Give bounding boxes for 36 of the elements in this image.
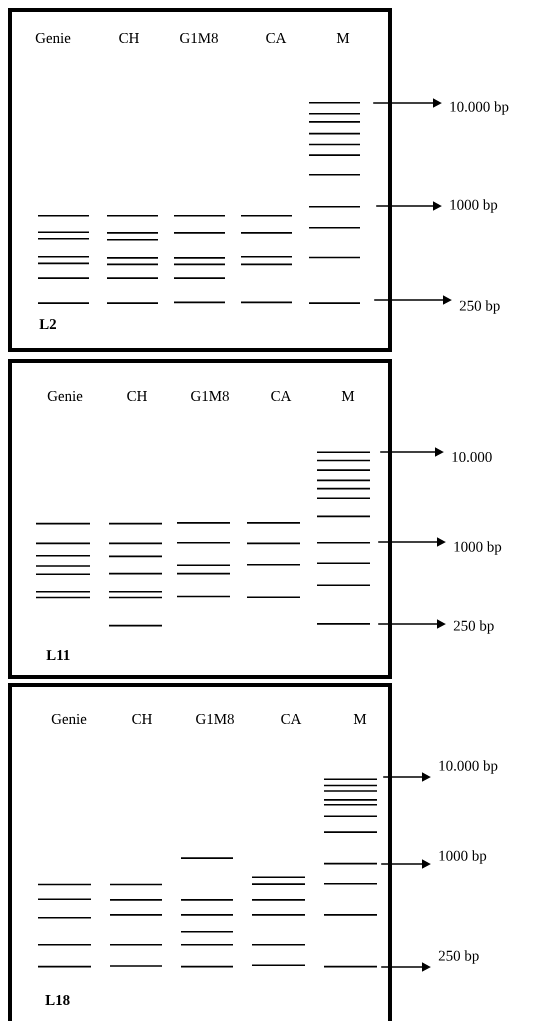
arrow	[377, 537, 446, 547]
lane-label: G1M8	[191, 390, 229, 402]
size-label: 250 bp	[459, 300, 500, 314]
size-label: 10.000	[452, 451, 492, 463]
lane-label: CH	[127, 391, 147, 401]
lane-label: Genie	[47, 391, 83, 401]
arrow	[373, 295, 452, 305]
size-label: 1000 bp	[439, 850, 487, 864]
lane-label: Genie	[51, 714, 87, 724]
arrow	[377, 619, 446, 629]
arrow	[379, 447, 444, 457]
lane-label: M	[341, 391, 355, 401]
lane-label: M	[353, 714, 367, 724]
arrow	[380, 859, 431, 869]
size-label: 1000 bp	[454, 541, 502, 555]
arrow	[382, 772, 431, 782]
size-label: 10.000 bp	[439, 760, 498, 774]
arrow	[380, 962, 431, 972]
size-label: 10.000 bp	[450, 101, 509, 115]
lane-label: Genie	[35, 33, 71, 44]
lane-label: CH	[132, 714, 152, 724]
lane-label: CA	[281, 714, 302, 724]
size-label: 250 bp	[453, 620, 494, 634]
size-label: 250 bp	[438, 950, 479, 964]
lane-label: M	[336, 33, 350, 43]
lane-label: G1M8	[180, 32, 218, 44]
size-label: 1000 bp	[450, 199, 498, 213]
lane-label: CH	[119, 33, 139, 44]
panel-label: L2	[39, 319, 56, 329]
arrow	[372, 98, 442, 108]
panel-label: L18	[45, 994, 70, 1006]
panel-label: L11	[46, 650, 70, 660]
lane-label: CA	[266, 33, 287, 44]
lane-label: CA	[271, 391, 292, 401]
lane-label: G1M8	[196, 713, 234, 725]
arrow	[375, 201, 442, 211]
